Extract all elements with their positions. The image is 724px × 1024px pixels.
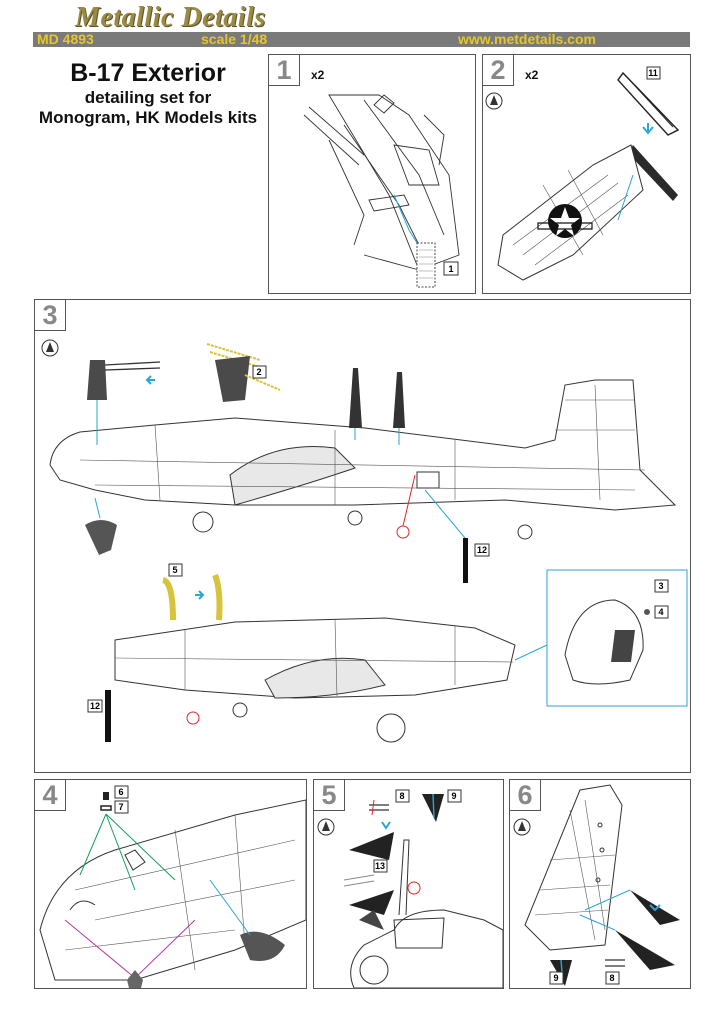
step-3-callout-2: 2: [256, 367, 261, 377]
step-1-panel: 1 x2 1: [268, 54, 476, 294]
step-5-callout-8: 8: [399, 791, 404, 801]
subtitle-line2: Monogram, HK Models kits: [38, 108, 258, 127]
step-2-callout-11: 11: [648, 68, 658, 78]
step-2-number: 2: [483, 55, 514, 86]
step-4-drawing: 6 7: [39, 785, 306, 988]
step-1-number: 1: [269, 55, 300, 86]
step-6-callout-8: 8: [609, 973, 614, 983]
step-1-callout-1: 1: [448, 264, 453, 274]
step-5-number: 5: [314, 780, 345, 811]
website-link[interactable]: www.metdetails.com: [458, 31, 596, 47]
step-3-callout-3: 3: [658, 581, 663, 591]
step-6-number: 6: [510, 780, 541, 811]
step-5-panel: 5 8 9 13: [313, 779, 504, 989]
step-5-callout-13: 13: [375, 861, 385, 871]
step-3-callout-12a: 12: [477, 545, 487, 555]
title-block: B-17 Exterior detailing set for Monogram…: [33, 58, 263, 128]
page-title: B-17 Exterior: [70, 59, 226, 87]
step-3-drawing: 2 12 12 5: [41, 339, 688, 743]
step-5-drawing: 8 9 13: [317, 789, 503, 988]
step-4-number: 4: [35, 780, 66, 811]
step-1-quantity: x2: [311, 68, 325, 82]
step-4-callout-7: 7: [118, 802, 123, 812]
step-1-drawing: 1: [303, 94, 460, 288]
step-4-callout-6: 6: [118, 787, 123, 797]
step-6-drawing: 9 8: [513, 784, 680, 986]
header-bar: MD 4893 scale 1/48 www.metdetails.com: [33, 32, 690, 47]
step-4-panel: 4 6 7: [34, 779, 307, 989]
step-2-panel: 2 x2 11: [482, 54, 691, 294]
step-2-quantity: x2: [525, 68, 539, 82]
step-3-callout-12b: 12: [90, 701, 100, 711]
product-code: MD 4893: [37, 31, 94, 47]
step-2-drawing: 11: [485, 66, 680, 281]
subtitle-line1: detailing set for: [84, 88, 212, 107]
scale-label: scale 1/48: [201, 31, 268, 47]
brand-logo: Metallic Details: [75, 2, 266, 33]
step-3-callout-5: 5: [172, 565, 177, 575]
step-6-panel: 6 9 8: [509, 779, 691, 989]
step-3-callout-4: 4: [658, 607, 663, 617]
step-3-number: 3: [35, 300, 66, 331]
step-6-callout-9: 9: [553, 973, 558, 983]
step-3-panel: 3 2 12: [34, 299, 691, 773]
step-5-callout-9: 9: [451, 791, 456, 801]
